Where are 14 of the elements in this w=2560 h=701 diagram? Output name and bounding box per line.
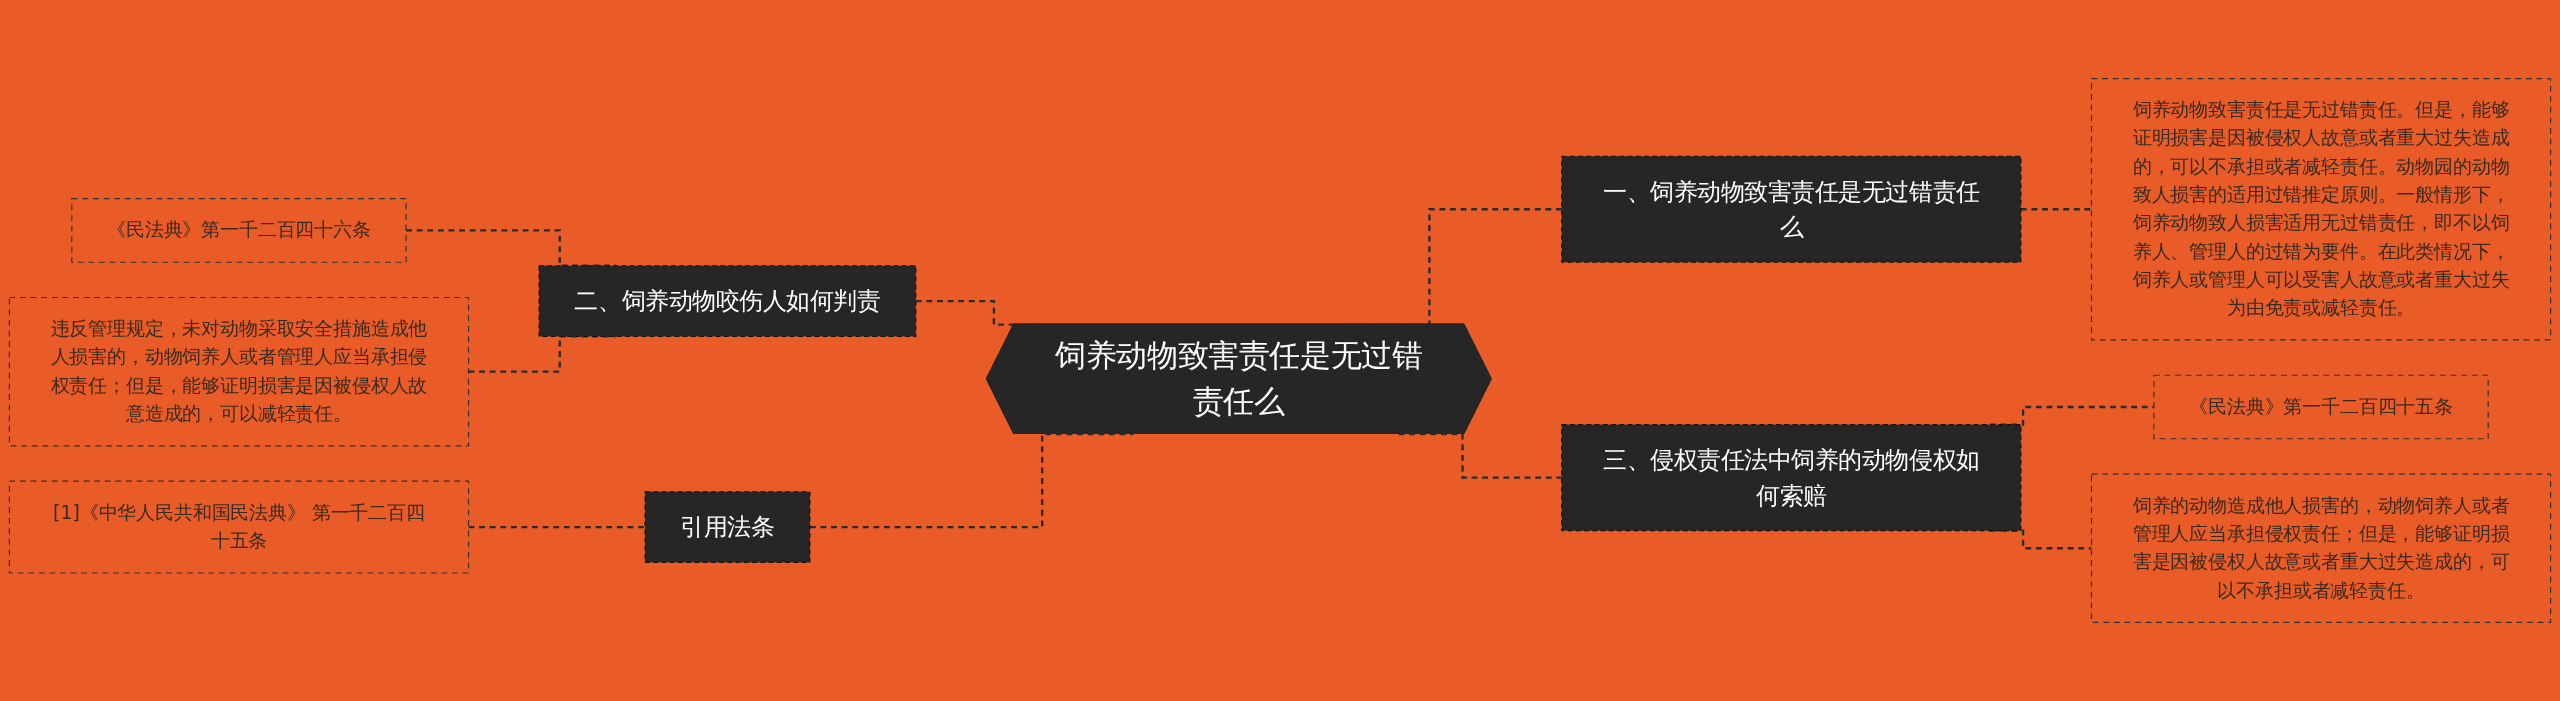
node-box: [1]《中华人民共和国民法典》 第一千二百四十五条 <box>8 480 470 574</box>
connector <box>2020 208 2092 211</box>
node-box: 《民法典》第一千二百四十六条 <box>71 198 407 263</box>
connector <box>468 525 646 529</box>
node-box: 饲养的动物造成他人损害的，动物饲养人或者管理人应当承担侵权责任；但是，能够证明损害是因被侵权人故意或者重大过失造成的，可以不承担或者减轻责任。 <box>2090 473 2552 623</box>
connector <box>1398 432 1562 479</box>
node-box: 一、饲养动物致害责任是无过错责任么 <box>1561 155 2022 263</box>
connector <box>809 432 1134 529</box>
node-box: 《民法典》第一千二百四十五条 <box>2153 374 2489 440</box>
node-box: 饲养动物致害责任是无过错责任。但是，能够证明损害是因被侵权人故意或者重大过失造成的，可以不承担或者减轻责任。动物园的动物致人损害的适用过错推定原则。一般情形下，饲养动物致人损害适用无过错责任，即不以饲养人、管理人的过错为要件。在此类情况下，饲养人或管理人可以受害人故意或者重大过失为由免责或减轻责任。 <box>2090 78 2552 341</box>
node-box: 引用法条 <box>644 491 811 563</box>
node-box: 违反管理规定，未对动物采取安全措施造成他人损害的，动物饲养人或者管理人应当承担侵权责任；但是，能够证明损害是因被侵权人故意造成的，可以减轻责任。 <box>8 296 470 447</box>
node-box: 三、侵权责任法中饲养的动物侵权如何索赔 <box>1561 424 2022 532</box>
node-box: 二、饲养动物咬伤人如何判责 <box>538 265 917 337</box>
